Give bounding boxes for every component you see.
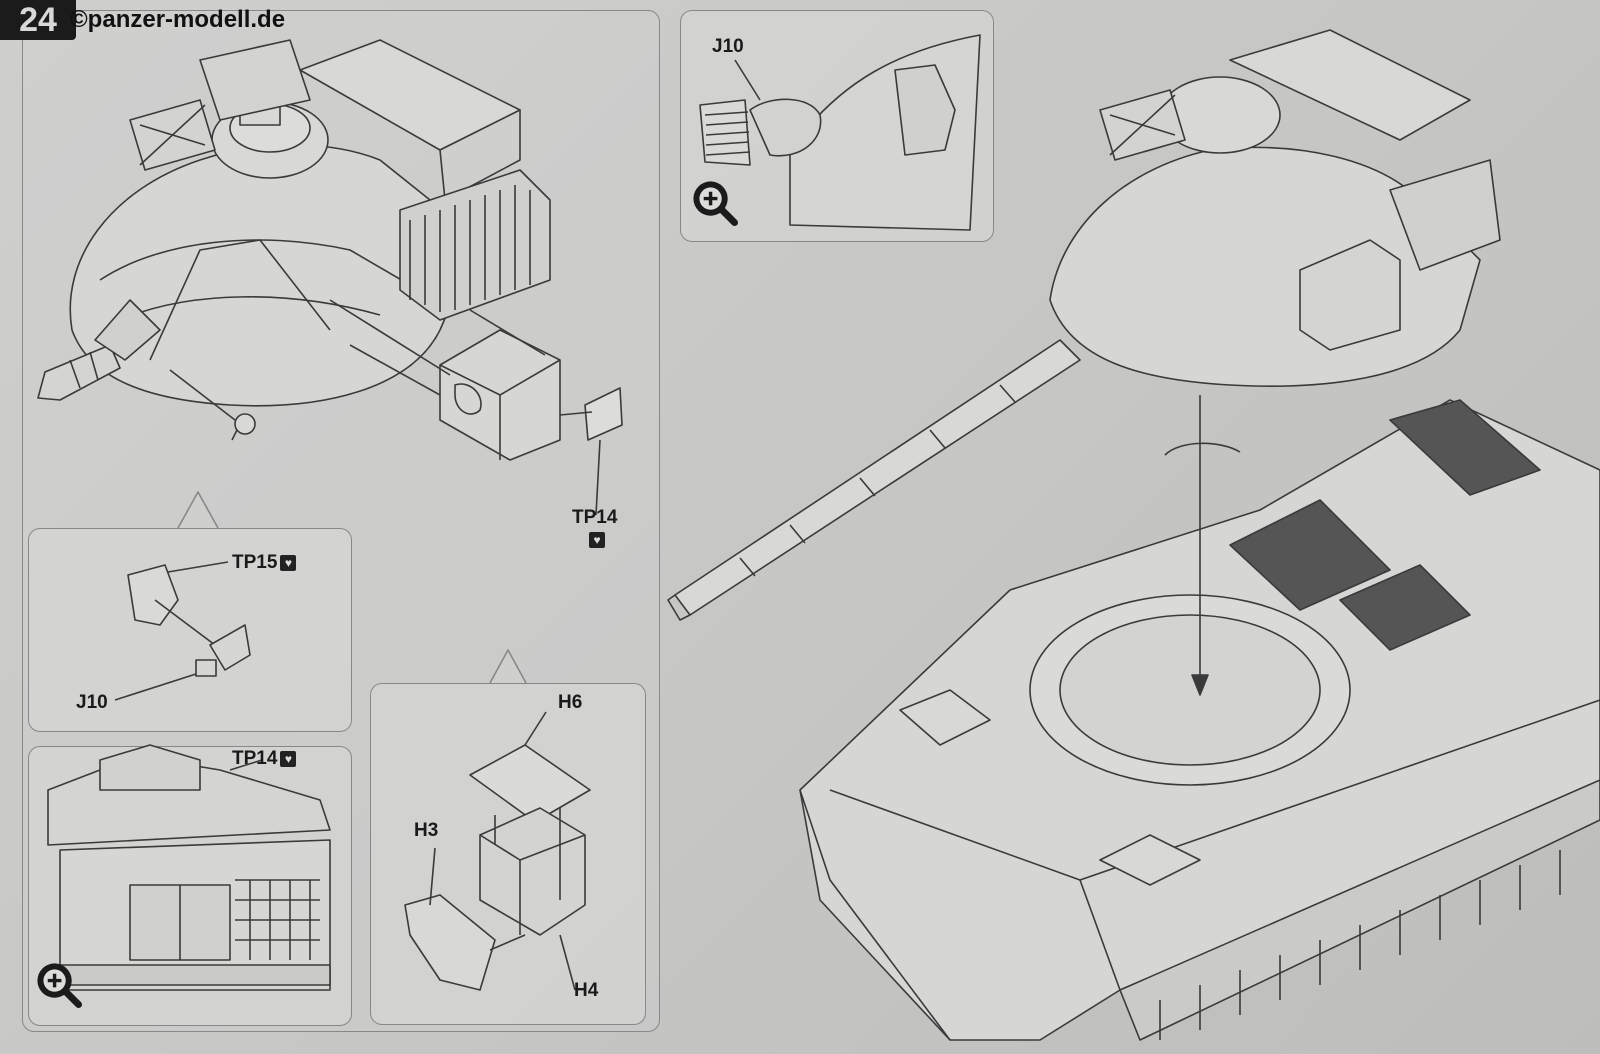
part-label-tp15: TP15♥ (232, 552, 297, 574)
magnifier-plus-icon (693, 181, 738, 226)
glue-icon: ♥ (589, 532, 605, 548)
turret-on-hull (667, 29, 1600, 1041)
glue-icon: ♥ (280, 554, 297, 571)
detail-panel-tp15 (28, 528, 352, 732)
glue-icon: ♥ (280, 750, 297, 767)
tp14-zoom-view (47, 744, 331, 991)
magnifier-plus-icon (37, 963, 82, 1008)
h-parts-detail (404, 711, 591, 991)
tp15-detail (114, 561, 251, 701)
j10-zoom-view (699, 34, 981, 231)
watermark: ©panzer-modell.de (70, 6, 286, 33)
part-label-h4: H4 (574, 980, 599, 1001)
part-label-tp14: TP14 (572, 507, 618, 528)
step-number: 24 (0, 0, 76, 40)
turret-exploded (37, 39, 623, 516)
part-label-h6: H6 (558, 692, 583, 713)
part-label-h3: H3 (414, 820, 439, 841)
part-label-tp14-zoom: TP14♥ (232, 748, 297, 770)
part-label-j10-zoom: J10 (712, 36, 744, 57)
part-label-j10: J10 (76, 692, 108, 713)
